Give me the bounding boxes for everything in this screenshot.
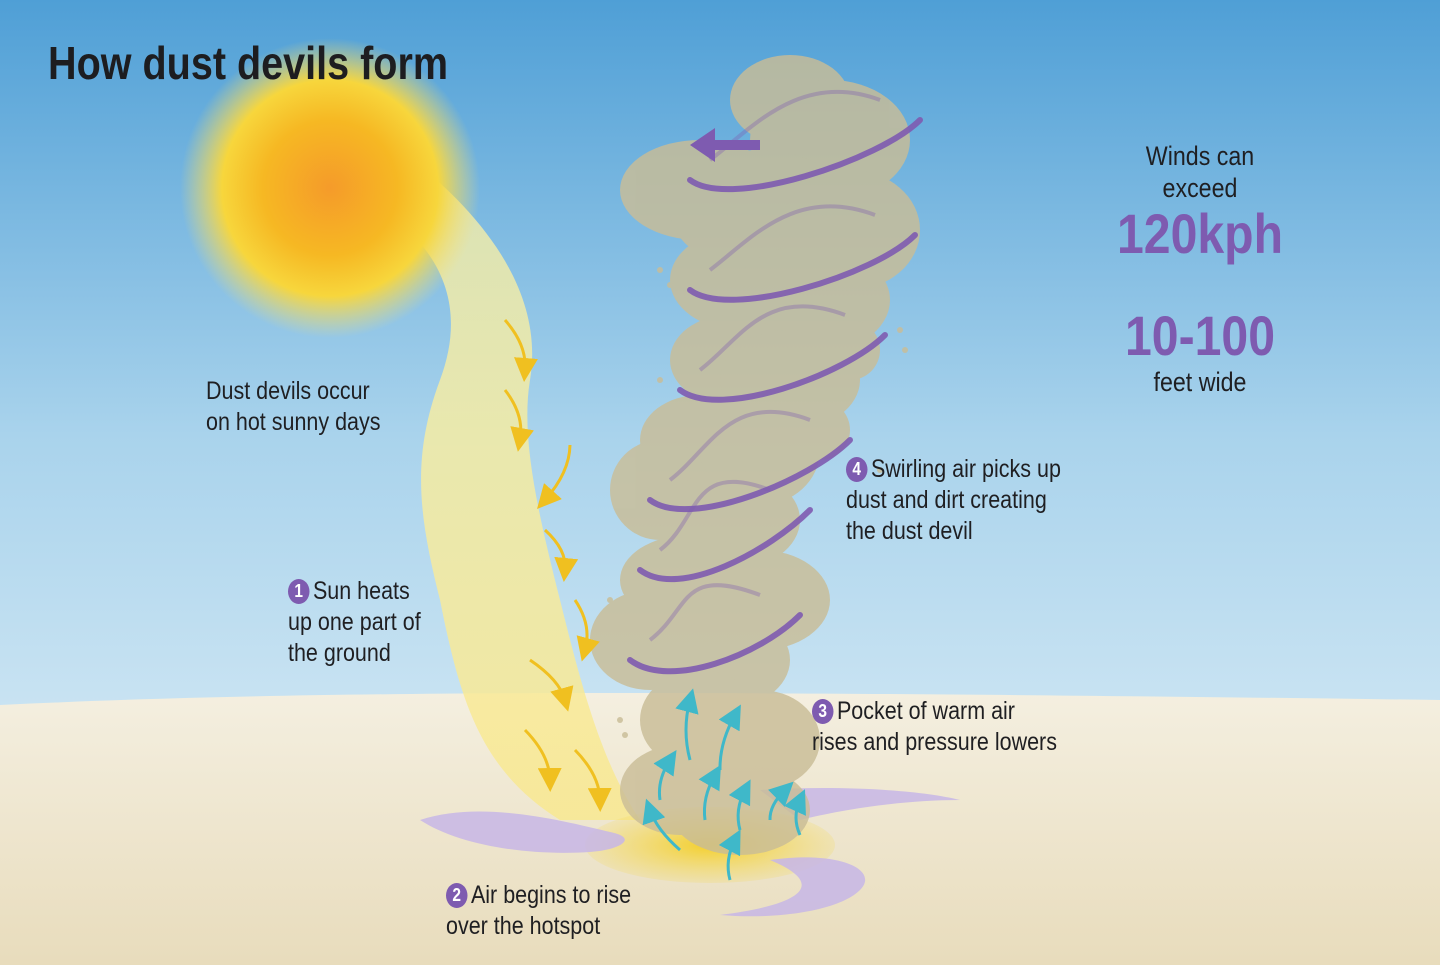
ground-swirl-right-top bbox=[760, 788, 960, 820]
wind-speed-stat: Winds can exceed 120kph bbox=[1097, 140, 1303, 264]
intro-line-1: Dust devils occur bbox=[206, 377, 370, 405]
swirl-ring bbox=[687, 232, 918, 303]
swirl-ring-back bbox=[648, 583, 761, 642]
page-title: How dust devils form bbox=[48, 37, 449, 89]
step2-number-badge: 2 bbox=[446, 883, 468, 908]
swirl-arrow-icon bbox=[690, 128, 760, 162]
sun-icon bbox=[180, 38, 480, 338]
heat-arrows bbox=[503, 319, 612, 812]
dust-speck bbox=[617, 717, 623, 723]
intro-line-2: on hot sunny days bbox=[206, 408, 381, 436]
step1-number-badge: 1 bbox=[288, 579, 310, 604]
rising-air-arrow-icon bbox=[728, 779, 751, 831]
step1-line-2: up one part of bbox=[288, 608, 421, 636]
dust-speck bbox=[657, 377, 663, 383]
rising-air-arrow-icon bbox=[768, 781, 794, 821]
step4-number-badge: 4 bbox=[846, 457, 868, 482]
sunlight-beam bbox=[330, 150, 640, 820]
width-post: feet wide bbox=[1153, 367, 1247, 397]
swirl-ring bbox=[687, 117, 923, 193]
heat-arrow-icon bbox=[537, 444, 572, 509]
dust-devil-column bbox=[590, 55, 920, 855]
swirl-ring-back bbox=[698, 304, 846, 372]
step4-line-3: the dust devil bbox=[846, 517, 973, 545]
heat-arrow-icon bbox=[573, 748, 612, 812]
dust-speck bbox=[902, 347, 908, 353]
wind-speed-pre-1: Winds can bbox=[1145, 141, 1255, 171]
rising-air-arrow-icon bbox=[784, 789, 806, 836]
heat-arrow-icon bbox=[523, 728, 562, 792]
step3-line-2: rises and pressure lowers bbox=[812, 728, 1057, 756]
swirl-ring-back bbox=[658, 479, 771, 552]
rising-air-arrow-icon bbox=[718, 829, 741, 881]
swirl-ring-back bbox=[668, 409, 811, 482]
width-value: 10-100 bbox=[1125, 304, 1275, 367]
width-stat: 10-100 feet wide bbox=[1097, 306, 1303, 398]
dust-speck bbox=[897, 327, 903, 333]
step1-line-3: the ground bbox=[288, 639, 391, 667]
step3-line-1: Pocket of warm air bbox=[836, 697, 1015, 725]
swirl-ring bbox=[627, 612, 803, 675]
swirl-ring bbox=[637, 507, 813, 583]
heat-arrow-icon bbox=[503, 389, 534, 452]
dust-speck bbox=[667, 282, 673, 288]
ground-swirl-right-bottom bbox=[720, 857, 866, 917]
heat-arrow-icon bbox=[543, 528, 579, 582]
dust-speck bbox=[657, 267, 663, 273]
dust-speck bbox=[622, 732, 628, 738]
intro-label: Dust devils occur on hot sunny days bbox=[206, 376, 381, 438]
heat-arrow-icon bbox=[573, 599, 600, 662]
rising-air-arrow-icon bbox=[653, 749, 677, 801]
rising-air-arrow-icon bbox=[698, 764, 722, 821]
step2-line-1: Air begins to rise bbox=[470, 881, 632, 909]
swirl-ring-back bbox=[708, 204, 876, 272]
step1-line-1: Sun heats bbox=[312, 577, 410, 605]
wind-speed-value: 120kph bbox=[1117, 202, 1283, 265]
step4-line-1: Swirling air picks up bbox=[870, 455, 1061, 483]
wind-speed-pre-2: exceed bbox=[1162, 173, 1238, 203]
dust-speck bbox=[607, 597, 613, 603]
heat-arrow-icon bbox=[529, 658, 574, 712]
rising-air-arrow-icon bbox=[642, 798, 681, 852]
swirl-arrows bbox=[627, 89, 923, 675]
step2-line-2: over the hotspot bbox=[446, 912, 601, 940]
ground-swirl-left bbox=[420, 811, 625, 853]
dust-speck bbox=[877, 467, 883, 473]
swirl-ring bbox=[647, 437, 853, 513]
heat-arrow-icon bbox=[503, 319, 538, 382]
step4-line-2: dust and dirt creating bbox=[846, 486, 1047, 514]
dust-puff bbox=[790, 400, 850, 460]
dust-speck bbox=[682, 297, 688, 303]
swirl-ring bbox=[677, 332, 888, 403]
rising-air-arrows bbox=[642, 688, 806, 881]
rising-air-arrow-icon bbox=[675, 688, 699, 761]
step3-number-badge: 3 bbox=[812, 699, 834, 724]
